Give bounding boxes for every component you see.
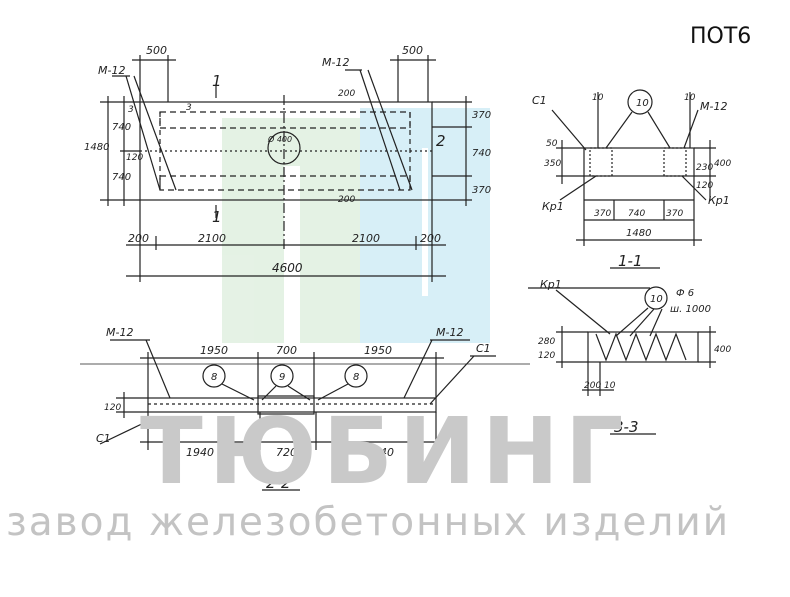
s22-dim-bottom-1940-left: 1940 [186, 446, 214, 459]
s11-dim-400: 400 [714, 159, 731, 169]
dim-left-740-bottom: 740 [112, 172, 131, 183]
s22-dim-bottom-720: 720 [276, 446, 297, 459]
s11-dim-350: 350 [544, 159, 561, 169]
plan-view [100, 55, 472, 282]
s11-dim-120: 120 [696, 181, 713, 191]
dim-left-120: 120 [126, 153, 143, 163]
s11-dim-370-left: 370 [594, 209, 611, 219]
s11-dim-1480: 1480 [626, 228, 651, 239]
s11-callout-10: 10 [636, 98, 649, 109]
dim-bottom-2100-left: 2100 [198, 232, 226, 245]
watermark-tagline: завод железобетонных изделий [6, 500, 731, 545]
s22-dim-120: 120 [104, 403, 121, 413]
label-m12-left: М-12 [98, 64, 125, 77]
section-mark-3: 3 [186, 103, 192, 113]
section-2-2-view [80, 339, 530, 491]
section-3-3-view [528, 286, 716, 435]
s22-dim-top-700: 700 [276, 344, 297, 357]
section-mark-bottom: 1 [212, 208, 222, 226]
dim-200-top: 200 [338, 89, 355, 99]
s33-title: 3-3 [614, 418, 639, 436]
s33-label-f6: Ф 6 [676, 288, 694, 299]
s33-dim-10: 10 [604, 381, 616, 391]
dim-right-370-bottom: 370 [472, 185, 491, 196]
section-mark-2: 2 [436, 132, 446, 150]
watermark-brand: ТЮБИНГ [140, 398, 630, 505]
s11-dim-50: 50 [546, 139, 558, 149]
dim-left-1480: 1480 [84, 142, 109, 153]
s11-label-kp1-left: Кр1 [542, 200, 564, 213]
s22-label-c1-right: С1 [476, 342, 491, 355]
s11-dim-230: 230 [696, 163, 713, 173]
section-1-1-view [551, 89, 716, 269]
product-code: ПОТ6 [690, 24, 752, 49]
s22-callout-8-right: 8 [353, 372, 359, 383]
dim-bottom-2100-right: 2100 [352, 232, 380, 245]
dim-bottom-200-left: 200 [128, 232, 149, 245]
s33-dim-200: 200 [584, 381, 601, 391]
drawing-labels: 500 500 М-12 М-12 1 1 2 3 200 200 Ø 400 … [84, 44, 731, 492]
s11-dim-10-right: 10 [684, 93, 696, 103]
dim-right-370-top: 370 [472, 110, 491, 121]
s11-label-c1: С1 [532, 94, 547, 107]
s22-callout-9: 9 [279, 372, 285, 383]
s22-callout-8-left: 8 [211, 372, 217, 383]
s33-label-kp1: Кр1 [540, 278, 562, 291]
opening-diameter: Ø 400 [267, 134, 292, 144]
dim-overall-4600: 4600 [272, 261, 303, 275]
s22-dim-bottom-1940-right: 1940 [366, 446, 394, 459]
s11-dim-370-right: 370 [666, 209, 683, 219]
watermark-logo [222, 108, 490, 343]
s11-dim-740: 740 [628, 209, 645, 219]
s11-label-m12: М-12 [700, 100, 727, 113]
s33-dim-280: 280 [538, 337, 555, 347]
s22-label-m12-right: М-12 [436, 326, 463, 339]
s33-dim-400: 400 [714, 345, 731, 355]
dim-left-3: 3 [128, 105, 134, 115]
dim-top-left: 500 [146, 44, 167, 57]
s22-label-c1-left: С1 [96, 432, 111, 445]
label-m12-right: М-12 [322, 56, 349, 69]
dim-right-740: 740 [472, 148, 491, 159]
s22-title: 2-2 [266, 474, 291, 492]
dim-200-bottom: 200 [338, 195, 355, 205]
s11-label-kp1-right: Кр1 [708, 194, 730, 207]
s22-label-m12-left: М-12 [106, 326, 133, 339]
s33-callout-10: 10 [650, 294, 663, 305]
dim-top-right: 500 [402, 44, 423, 57]
s22-dim-top-1950-right: 1950 [364, 344, 392, 357]
s22-dim-top-1950-left: 1950 [200, 344, 228, 357]
s11-title: 1-1 [618, 252, 643, 270]
dim-left-740-top: 740 [112, 122, 131, 133]
s33-label-step: ш. 1000 [670, 304, 711, 315]
section-mark-top: 1 [212, 72, 222, 90]
s33-dim-120: 120 [538, 351, 555, 361]
s11-dim-10-left: 10 [592, 93, 604, 103]
dim-bottom-200-right: 200 [420, 232, 441, 245]
